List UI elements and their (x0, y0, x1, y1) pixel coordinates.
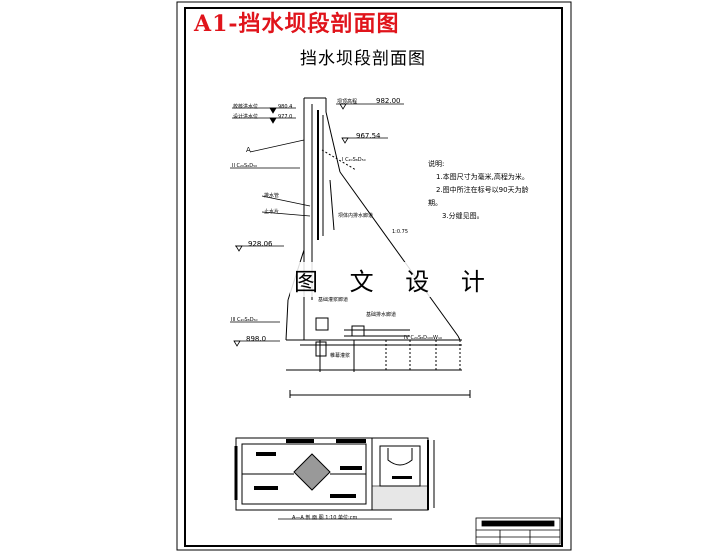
watermark: 图 文 设 计 (290, 262, 501, 297)
section-caption: A—A 剖 面 图 1:10 单位:cm (292, 515, 358, 521)
label-zone-i: I C₂₀S₈D₅₀ (342, 157, 366, 163)
notes-line: 2.图中所注在标号以90天为龄 (436, 186, 529, 194)
notes-heading: 说明: (428, 160, 445, 168)
section-aa-drawing (234, 437, 435, 511)
label-upstream-note: 基础灌浆廊道 (318, 297, 349, 303)
label-section-a: A (246, 146, 251, 154)
label-gallery-note: 坝体内排水廊道 (338, 213, 374, 219)
label-drain-gallery: 基础排水廊道 (366, 312, 397, 318)
inner-border (184, 7, 563, 547)
label-design-flood-level: 设计洪水位 (233, 114, 259, 120)
dam-section (285, 97, 471, 398)
label-check-flood-level: 校核洪水位 (233, 104, 259, 110)
notes-line: 期。 (428, 199, 442, 207)
outer-border (176, 1, 572, 551)
label-crest: 坝顶高程 (337, 99, 358, 105)
section-aa-hatching (254, 439, 412, 498)
label-zone-iv: IV C₂₀S₈D₁₀₀W₁₀ (404, 335, 442, 341)
label-check-flood-value: 980.4 (278, 104, 293, 110)
notes-block: 说明: 1.本图尺寸为毫米,高程为米。 2.图中所注在标号以90天为龄 期。 3… (428, 158, 529, 223)
label-elev-967: 967.54 (356, 132, 381, 140)
label-zone-ii: II C₂₀S₈D₅₀ (232, 163, 258, 169)
label-design-flood-value: 977.0 (278, 114, 293, 120)
label-crest-value: 982.00 (376, 97, 401, 105)
label-zone-iii: III C₂₀S₈D₅₀ (231, 317, 258, 323)
label-drain-pipe: 排水管 (264, 193, 280, 199)
overlay-title: A1-挡水坝段剖面图 (194, 11, 400, 37)
label-slope: 1:0.75 (392, 229, 408, 235)
drawing-title: 挡水坝段剖面图 (300, 49, 426, 69)
water-level-marks (230, 103, 404, 347)
title-block (475, 517, 561, 545)
label-elev-928: 928.06 (248, 240, 273, 248)
label-elev-898: 898.0 (246, 335, 267, 343)
notes-line: 3.分缝见图。 (442, 212, 484, 220)
label-water-stop: 止水片 (264, 209, 280, 215)
label-curtain: 帷幕灌浆 (330, 353, 351, 359)
notes-line: 1.本图尺寸为毫米,高程为米。 (436, 173, 529, 181)
